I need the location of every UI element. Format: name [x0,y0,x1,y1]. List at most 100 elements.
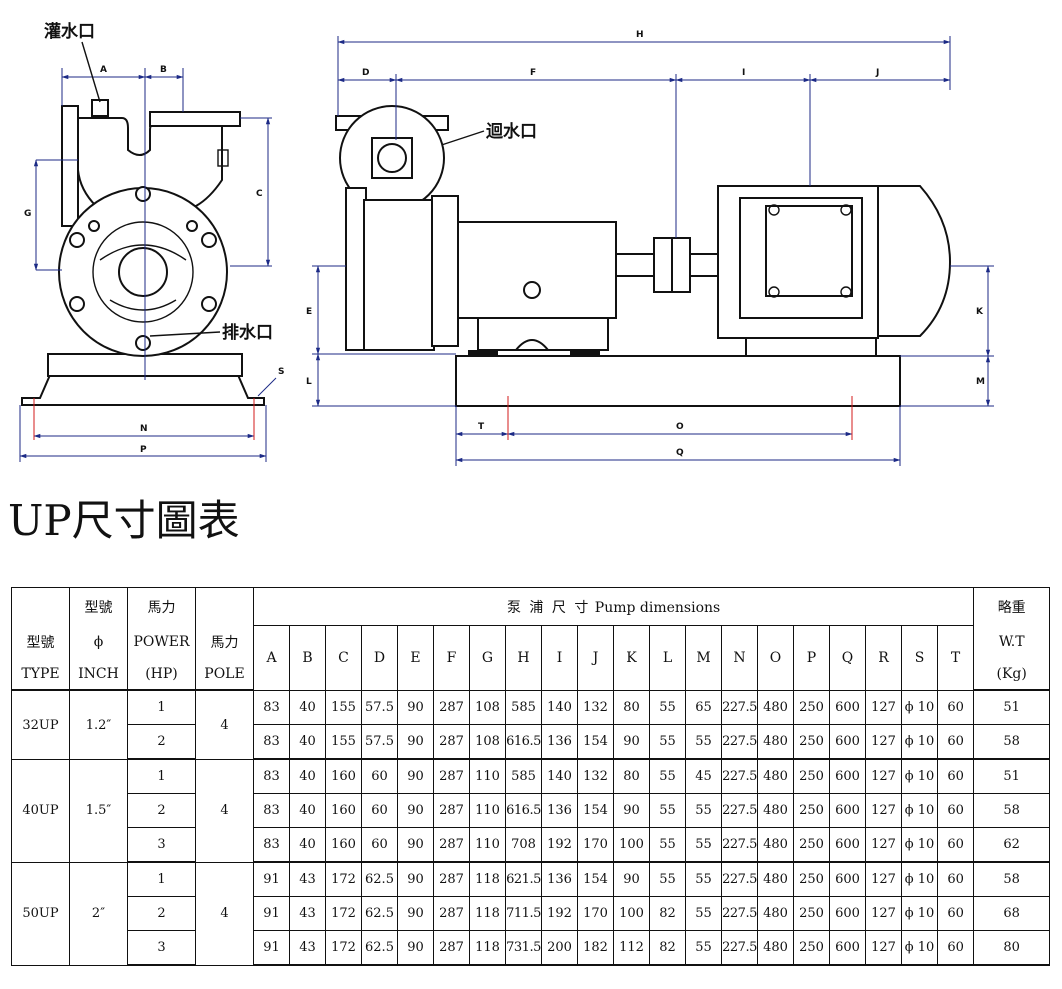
dimension-value-cell: 600 [829,896,866,931]
dimension-value-cell: ϕ 10 [901,827,938,864]
dimension-value-cell: 43 [289,861,326,898]
dimension-value-cell: 585 [505,689,542,726]
dim-label-p: P [140,445,147,455]
dim-column-header: N [721,625,758,691]
dimension-value-cell: 62.5 [361,896,398,931]
dimension-value-cell: 100 [613,827,650,864]
horsepower-cell: 1 [127,689,196,726]
dimension-value-cell: 250 [793,861,830,898]
pump-dims-zh: 泵 浦 尺 寸 [506,599,591,616]
dim-label-l: L [306,377,312,387]
dimension-value-cell: 250 [793,689,830,726]
dimension-value-cell: 60 [936,896,975,931]
dimension-value-cell: 287 [433,724,470,761]
dimension-value-cell: ϕ 10 [901,861,938,898]
dimension-value-cell: 708 [505,827,542,864]
horsepower-cell: 2 [127,724,196,761]
dimension-value-cell: 616.5 [505,793,542,829]
dim-column-header: A [253,625,290,691]
dimension-value-cell: 55 [685,861,722,898]
dimension-value-cell: 90 [613,793,650,829]
model-inch-cell: 2″ [69,861,128,966]
dimension-value-cell: 600 [829,929,866,966]
header-type-zh: 型號 [11,625,70,659]
dimension-value-cell: 287 [433,929,470,966]
dimension-value-cell: 118 [469,896,506,931]
dimension-value-cell: 600 [829,827,866,864]
dimension-value-cell: 80 [613,758,650,795]
dimension-value-cell: 480 [757,793,794,829]
dim-column-header: S [901,625,938,691]
dimension-value-cell: 480 [757,724,794,761]
dimension-value-cell: 160 [325,793,362,829]
dimension-value-cell: 118 [469,929,506,966]
dim-column-header: D [361,625,398,691]
dim-label-o: O [676,422,684,432]
dimension-value-cell: 55 [649,724,686,761]
dim-column-header: Q [829,625,866,691]
page-title: UP尺寸圖表 [8,496,240,545]
dimension-value-cell: 172 [325,861,362,898]
dimension-value-cell: 55 [685,724,722,761]
dimension-value-cell: 112 [613,929,650,966]
pump-dimension-drawing: A B G C N P S 灌水口 迴水口 排水口 [19,21,994,466]
dimension-value-cell: 250 [793,896,830,931]
dimension-value-cell: 227.5 [721,929,758,966]
weight-cell: 58 [973,724,1051,761]
dimension-value-cell: 40 [289,724,326,761]
dimension-value-cell: 55 [649,827,686,864]
dimension-value-cell: 480 [757,861,794,898]
dimension-value-cell: 91 [253,929,290,966]
dimension-value-cell: 40 [289,758,326,795]
dimension-value-cell: 287 [433,689,470,726]
dimension-value-cell: 57.5 [361,724,398,761]
dimension-value-cell: 140 [541,689,578,726]
dimension-value-cell: 480 [757,929,794,966]
dim-column-header: K [613,625,650,691]
dim-label-m: M [976,377,985,387]
weight-cell: 51 [973,758,1051,795]
dimension-value-cell: 55 [649,793,686,829]
dimension-value-cell: 154 [577,724,614,761]
dim-label-d: D [362,68,369,78]
dim-label-a: A [100,65,107,75]
dimension-value-cell: ϕ 10 [901,689,938,726]
dimension-value-cell: 55 [649,758,686,795]
dimension-value-cell: 480 [757,689,794,726]
dimension-value-cell: 192 [541,896,578,931]
dimension-value-cell: 136 [541,724,578,761]
dimension-value-cell: 132 [577,758,614,795]
dim-label-k: K [976,307,984,317]
dim-label-q: Q [676,448,684,458]
dimension-value-cell: 55 [649,689,686,726]
dimension-value-cell: 287 [433,861,470,898]
dimension-value-cell: 65 [685,689,722,726]
dimension-value-cell: ϕ 10 [901,896,938,931]
dimension-value-cell: 90 [397,929,434,966]
header-cell [11,586,70,626]
dimension-value-cell: 600 [829,724,866,761]
dimension-value-cell: 55 [685,827,722,864]
header-model-symbol: ϕ [69,625,128,659]
dimension-value-cell: 192 [541,827,578,864]
dimension-value-cell: 60 [936,793,975,829]
header-type-en: TYPE [11,658,70,692]
dimension-value-cell: 250 [793,929,830,966]
dim-column-header: B [289,625,326,691]
header-weight-unit: (Kg) [973,658,1051,692]
dim-label-h: H [636,30,644,40]
dimension-value-cell: 227.5 [721,896,758,931]
model-type-cell: 50UP [11,861,70,966]
dimension-value-cell: 127 [865,896,902,931]
dimension-value-cell: 83 [253,793,290,829]
weight-cell: 68 [973,896,1051,931]
dimension-value-cell: 45 [685,758,722,795]
dimension-value-cell: ϕ 10 [901,758,938,795]
weight-cell: 58 [973,861,1051,898]
dimension-value-cell: 600 [829,758,866,795]
horsepower-cell: 1 [127,758,196,795]
dimension-value-cell: 250 [793,758,830,795]
